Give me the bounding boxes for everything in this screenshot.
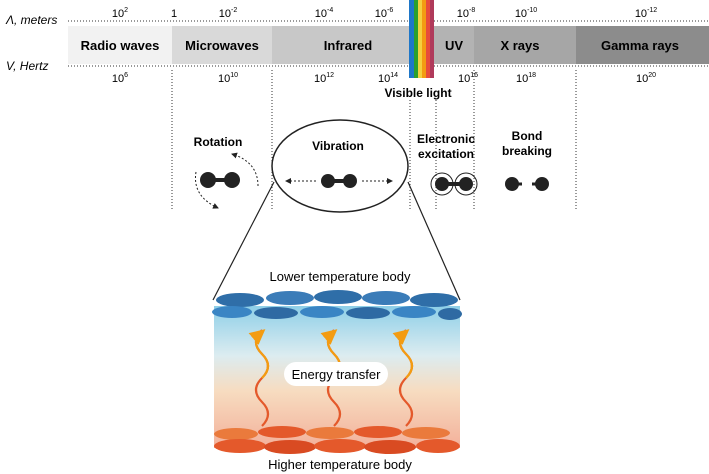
wavelength-tick: 10-2 <box>219 7 238 20</box>
visible-spectrum <box>409 0 434 78</box>
zoom-line-right <box>407 181 461 301</box>
vibration-ellipse <box>271 119 409 213</box>
visible-light-label: Visible light <box>384 86 451 100</box>
frequency-tick: 1010 <box>218 72 238 85</box>
wavelength-tick: 10-12 <box>635 7 657 20</box>
frequency-tick: 1012 <box>314 72 334 85</box>
band-label-infrared: Infrared <box>324 38 372 53</box>
frequency-axis-label: V, Hertz <box>6 59 48 73</box>
wavelength-tick: 10-4 <box>315 7 334 20</box>
wavelength-tick: 10-10 <box>515 7 537 20</box>
frequency-tick: 106 <box>112 72 128 85</box>
band-label-microwaves: Microwaves <box>185 38 259 53</box>
higher-body-cells <box>214 426 460 454</box>
band-xrays <box>474 26 576 64</box>
wavelength-tick: 10-8 <box>457 7 476 20</box>
vibration-label: Vibration <box>312 139 364 153</box>
wavelength-tick: 1 <box>171 8 177 20</box>
frequency-tick: 1020 <box>636 72 656 85</box>
energy-transfer-pill <box>284 362 388 386</box>
lower-temperature-label: Lower temperature body <box>270 269 411 284</box>
band-label-xrays: X rays <box>500 38 539 53</box>
frequency-tick: 1014 <box>378 72 398 85</box>
frequency-tick: 1018 <box>516 72 536 85</box>
band-label-radio: Radio waves <box>81 38 160 53</box>
electronic-label-line1: Electronic <box>417 132 475 146</box>
wavelength-tick: 102 <box>112 7 128 20</box>
bond-label-line1: Bond <box>512 129 543 143</box>
wavelength-axis-label: Λ, meters <box>5 13 57 27</box>
band-microwaves <box>172 26 272 64</box>
wavelength-tick: 10-6 <box>375 7 394 20</box>
vibration-molecule-icon <box>285 174 393 188</box>
lower-body-cells <box>212 290 462 320</box>
rotation-molecule-icon <box>194 152 259 209</box>
band-uv <box>434 26 474 64</box>
rotation-label: Rotation <box>194 135 243 149</box>
energy-transfer-label: Energy transfer <box>292 367 382 382</box>
band-infrared <box>272 26 410 64</box>
electronic-label-line2: excitation <box>418 147 474 161</box>
zoom-line-left <box>212 181 275 301</box>
bond-label-line2: breaking <box>502 144 552 158</box>
higher-temperature-label: Higher temperature body <box>268 457 412 472</box>
frequency-tick: 1016 <box>458 72 478 85</box>
band-radio <box>68 26 172 64</box>
band-gamma <box>576 26 709 64</box>
band-label-uv: UV <box>445 38 463 53</box>
band-label-gamma: Gamma rays <box>601 38 679 53</box>
excited-molecule-icon <box>430 172 478 196</box>
band-separators <box>171 70 577 210</box>
bond-breaking-icon <box>505 177 549 191</box>
